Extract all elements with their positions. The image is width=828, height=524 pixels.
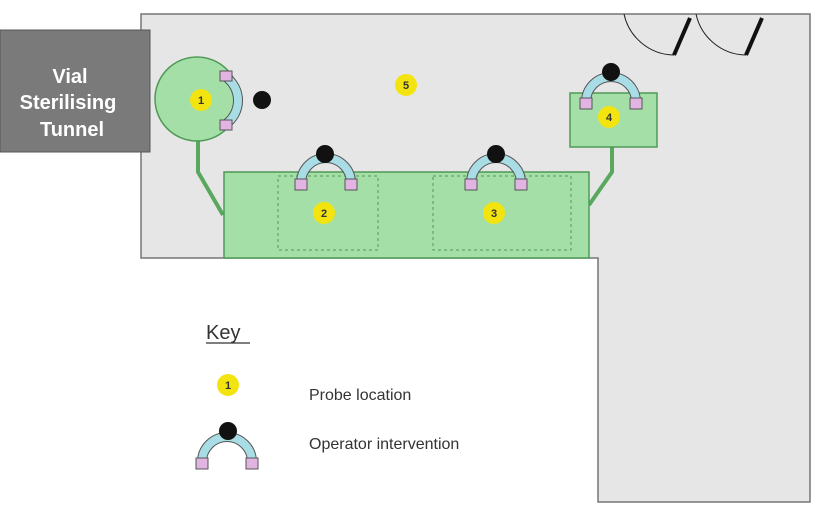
operator-intervention-2	[294, 145, 358, 191]
legend-title: Key	[206, 322, 240, 344]
probe-4: 4	[598, 106, 620, 128]
legend-operator-symbol	[195, 422, 259, 470]
probe-3-label: 3	[491, 208, 497, 220]
legend: Key 1 Probe location Operator interventi…	[195, 322, 459, 470]
legend-probe-symbol: 1	[217, 374, 239, 396]
vial-sterilising-tunnel: Vial Sterilising Tunnel	[0, 29, 151, 153]
door-icon	[623, 13, 764, 56]
operator-intervention-1	[219, 70, 271, 131]
connector-lines	[196, 137, 614, 217]
probe-1: 1	[190, 89, 212, 111]
probe-5: 5	[395, 74, 417, 96]
operator-intervention-4	[579, 63, 643, 110]
tunnel-label-line-2: Sterilising	[20, 92, 117, 114]
probe-3: 3	[483, 202, 505, 224]
probe-2-label: 2	[321, 208, 327, 220]
legend-operator-text: Operator intervention	[309, 436, 459, 453]
probe-1-label: 1	[198, 95, 204, 107]
probe-2: 2	[313, 202, 335, 224]
tunnel-label-line-1: Vial	[52, 66, 87, 88]
filling-line	[223, 171, 590, 259]
tunnel-label-line-3: Tunnel	[40, 119, 104, 141]
operator-intervention-3	[464, 145, 528, 191]
probe-5-label: 5	[403, 80, 409, 92]
legend-probe-symbol-label: 1	[225, 380, 231, 392]
probe-4-label: 4	[606, 112, 613, 124]
legend-probe-text: Probe location	[309, 387, 411, 404]
